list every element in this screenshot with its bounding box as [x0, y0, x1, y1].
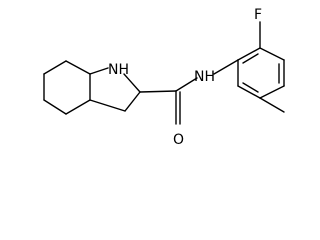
atom-label-fluorine: F	[254, 7, 262, 23]
atom-label-amide-nh: NH	[194, 69, 215, 85]
bond-nh-c7	[123, 73, 141, 93]
bond-c1-c2	[43, 60, 67, 75]
bond-nh-aryl	[213, 59, 239, 75]
bond-c8-c4	[89, 99, 126, 112]
aromatic-double-bond-3	[242, 82, 259, 93]
bond-c7-carbonyl	[139, 90, 177, 93]
bond-ar4-ar5	[259, 85, 285, 99]
molecule-canvas: NH NH F O	[43, 7, 285, 148]
bond-ar2-ar3	[259, 47, 285, 61]
bond-c2-c3	[65, 60, 91, 75]
aromatic-double-bond-1	[242, 53, 259, 64]
bond-carbonyl-nh	[175, 77, 198, 92]
bond-ar1-ar2	[237, 47, 261, 61]
bond-c5-c6	[43, 99, 67, 115]
structure-diagram: NH NH F O	[43, 7, 285, 148]
bond-aryl-methyl	[259, 97, 285, 113]
bond-c7-c8	[124, 91, 141, 112]
atom-label-ring-nh: NH	[108, 62, 129, 78]
atom-label-oxygen: O	[173, 132, 184, 148]
bond-ar5-ar6	[237, 85, 261, 99]
bond-c4-c5	[65, 99, 91, 115]
bond-c3-nh	[89, 67, 109, 75]
